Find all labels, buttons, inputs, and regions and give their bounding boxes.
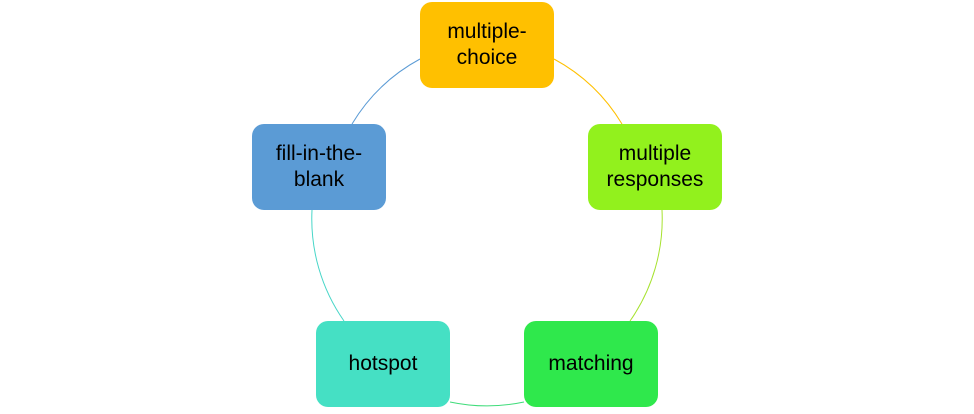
node-hotspot: hotspot	[316, 321, 450, 407]
connector-arc	[629, 209, 663, 322]
node-label: hotspot	[348, 352, 418, 375]
node-multiple-choice: multiple- choice	[420, 2, 554, 88]
node-fill-in-the-blank: fill-in-the- blank	[252, 124, 386, 210]
node-label: multiple- choice	[447, 20, 527, 69]
node-matching: matching	[524, 321, 658, 407]
node-label: multiple responses	[606, 142, 704, 191]
node-label: fill-in-the- blank	[275, 142, 363, 191]
connector-arc	[351, 58, 421, 125]
connector-arc	[553, 58, 623, 125]
connector-arc	[311, 209, 345, 322]
connector-arc	[449, 401, 525, 407]
node-multiple-responses: multiple responses	[588, 124, 722, 210]
node-label: matching	[548, 352, 634, 375]
